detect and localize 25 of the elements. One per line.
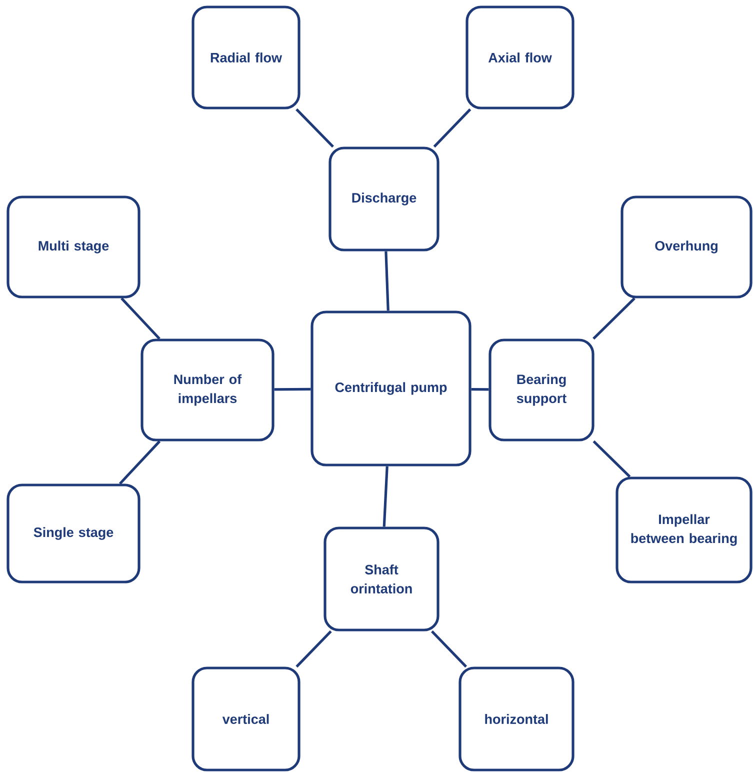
connector-line	[431, 630, 468, 668]
node-box: horizontal	[458, 666, 574, 772]
node-box: Axial flow	[466, 6, 574, 110]
node-box: Single stage	[6, 484, 140, 584]
node-box: Radial flow	[192, 6, 300, 110]
connector-line	[296, 630, 332, 668]
node-box: Impellar between bearing	[616, 476, 752, 584]
connector-line	[274, 388, 311, 391]
node-box: Number of impellars	[140, 338, 274, 442]
node-box: Bearing support	[488, 338, 594, 442]
connector-line	[592, 297, 636, 340]
connector-line	[471, 388, 489, 391]
node-box: Overhung	[620, 196, 752, 298]
node-box: Multi stage	[6, 196, 140, 298]
node-box: Centrifugal pump	[310, 310, 472, 466]
connector-line	[118, 440, 161, 485]
connector-line	[384, 251, 390, 311]
connector-line	[382, 466, 388, 527]
connector-line	[433, 108, 472, 148]
connector-line	[120, 297, 160, 340]
node-box: Discharge	[328, 146, 440, 252]
node-box: vertical	[192, 666, 300, 772]
connector-line	[592, 440, 631, 478]
connector-line	[296, 108, 334, 148]
node-box: Shaft orintation	[324, 526, 440, 632]
